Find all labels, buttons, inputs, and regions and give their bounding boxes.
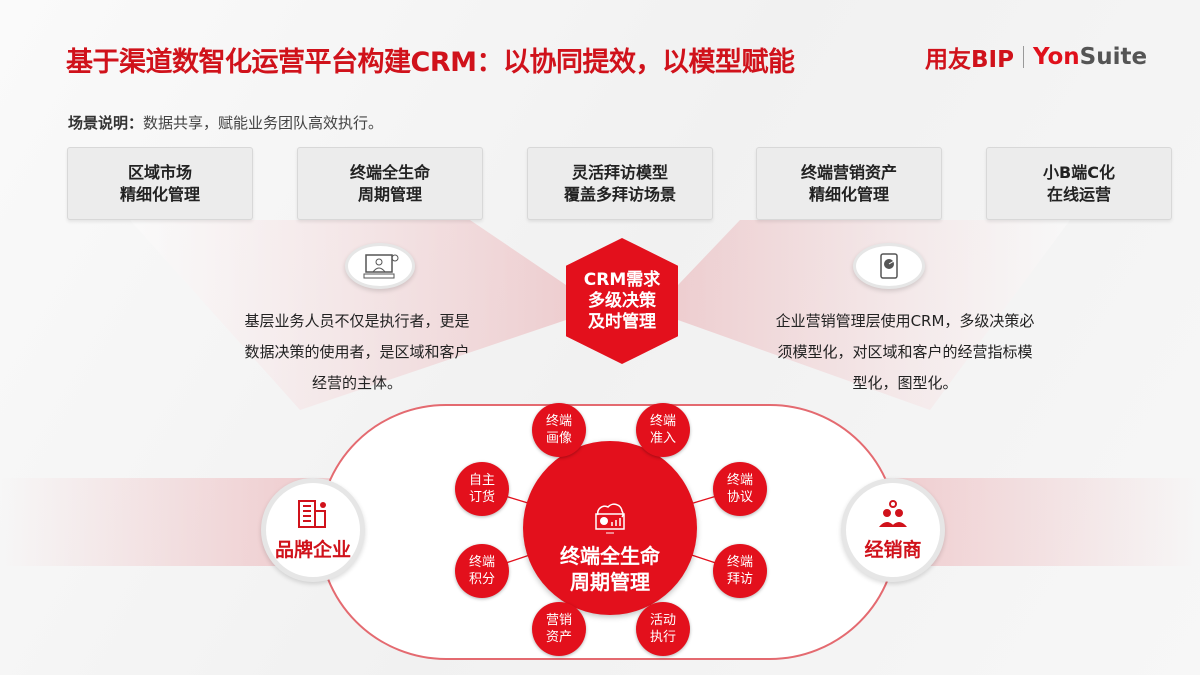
building-icon	[298, 499, 326, 528]
scene-label: 场景说明：	[68, 114, 144, 132]
feature-line: 小B端C化	[1043, 162, 1115, 182]
page-title: 基于渠道数智化运营平台构建CRM：以协同提效，以模型赋能	[66, 47, 795, 78]
desc-line: 数据决策的使用者，是区域和客户	[244, 343, 470, 361]
node-line: 资产	[545, 630, 572, 645]
logo-suite: Suite	[1079, 44, 1148, 70]
feature-line: 终端全生命	[349, 162, 430, 182]
staff-computer-icon	[345, 243, 415, 289]
feature-box: 小B端C化在线运营	[986, 147, 1172, 220]
logo-bip: 用友BIP	[925, 47, 1014, 73]
node-line: 营销	[545, 613, 572, 628]
desc-line: 经营的主体。	[311, 374, 402, 392]
node-terminal-visit: 终端拜访	[713, 544, 767, 598]
node-terminal-access: 终端准入	[636, 403, 690, 457]
feature-box: 终端全生命周期管理	[297, 147, 483, 220]
scene-text: 数据共享，赋能业务团队高效执行。	[143, 114, 384, 132]
node-line: 终端	[726, 555, 753, 570]
node-line: 协议	[726, 490, 753, 505]
hex-line: 及时管理	[587, 311, 656, 332]
cloud-monitor-icon	[595, 503, 625, 534]
scene-description: 场景说明：数据共享，赋能业务团队高效执行。	[68, 112, 383, 133]
node-line: 订货	[468, 490, 495, 505]
node-line: 终端	[545, 414, 572, 429]
feature-box: 终端营销资产精细化管理	[756, 147, 942, 220]
desc-line: 须模型化，对区域和客户的经营指标模	[777, 343, 1033, 361]
feature-line: 周期管理	[357, 184, 422, 204]
feature-line: 终端营销资产	[800, 162, 897, 182]
right-description: 企业营销管理层使用CRM，多级决策必须模型化，对区域和客户的经营指标模型化，图型…	[745, 306, 1065, 399]
hex-line: 多级决策	[587, 290, 656, 311]
node-self-ordering: 自主订货	[455, 462, 509, 516]
hub-line: 终端全生命	[560, 544, 660, 568]
logo-yon: Yon	[1032, 44, 1080, 70]
node-line: 终端	[726, 473, 753, 488]
feature-line: 精细化管理	[808, 184, 889, 204]
node-line: 活动	[649, 613, 676, 628]
brand-enterprise-circle: 品牌企业	[261, 478, 365, 582]
node-activity-execution: 活动执行	[636, 602, 690, 656]
feature-line: 在线运营	[1046, 184, 1111, 204]
crm-demand-hexagon: CRM需求多级决策及时管理	[566, 238, 678, 364]
node-terminal-profile: 终端画像	[532, 403, 586, 457]
desc-line: 企业营销管理层使用CRM，多级决策必	[775, 312, 1035, 330]
node-terminal-points: 终端积分	[455, 544, 509, 598]
people-icon	[879, 499, 907, 527]
hub-line: 周期管理	[570, 570, 650, 594]
node-line: 积分	[468, 572, 495, 587]
node-marketing-assets: 营销资产	[532, 602, 586, 656]
left-description: 基层业务人员不仅是执行者，更是数据决策的使用者，是区域和客户经营的主体。	[207, 306, 507, 399]
desc-line: 型化，图型化。	[852, 374, 958, 392]
feature-line: 精细化管理	[119, 184, 200, 204]
node-line: 拜访	[726, 572, 753, 587]
feature-box: 灵活拜访模型覆盖多拜访场景	[527, 147, 713, 220]
node-terminal-agreement: 终端协议	[713, 462, 767, 516]
node-line: 画像	[545, 431, 572, 446]
lifecycle-hub: 终端全生命 周期管理	[523, 441, 697, 615]
feature-line: 覆盖多拜访场景	[563, 184, 676, 204]
node-line: 自主	[468, 473, 495, 488]
logo-divider	[1022, 46, 1024, 68]
feature-line: 区域市场	[127, 162, 192, 182]
node-line: 终端	[468, 555, 495, 570]
desc-line: 基层业务人员不仅是执行者，更是	[244, 312, 470, 330]
tablet-chart-icon	[853, 243, 925, 289]
feature-line: 灵活拜访模型	[571, 162, 668, 182]
feature-box: 区域市场精细化管理	[67, 147, 253, 220]
party-label: 品牌企业	[274, 538, 351, 561]
node-line: 准入	[649, 431, 676, 446]
hex-line: CRM需求	[583, 269, 661, 290]
node-line: 终端	[649, 414, 676, 429]
node-line: 执行	[649, 630, 676, 645]
party-label: 经销商	[864, 538, 922, 561]
distributor-circle: 经销商	[841, 478, 945, 582]
